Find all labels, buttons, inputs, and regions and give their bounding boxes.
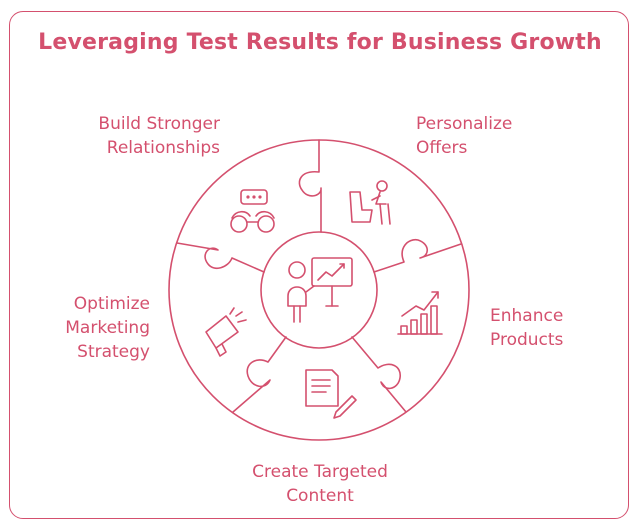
label-build-relationships: Build Stronger Relationships [40,112,220,160]
users-chat-icon [230,189,275,233]
label-optimize-marketing: Optimize Marketing Strategy [20,292,150,364]
outer-circle [168,139,470,441]
person-chair-icon [349,180,391,225]
label-line: Optimize [73,294,150,314]
label-line: Content [286,486,354,506]
label-line: Marketing [65,318,150,338]
label-line: Personalize [416,114,513,134]
label-enhance-products: Enhance Products [490,304,620,352]
divider-bottom-left [232,336,287,413]
label-line: Products [490,330,564,350]
label-create-content: Create Targeted Content [200,460,440,508]
diagram-title: Leveraging Test Results for Business Gro… [38,30,602,55]
divider-left [176,242,265,273]
divider-right [373,238,462,273]
label-line: Strategy [77,342,150,362]
presenter-chart-icon [287,257,353,323]
label-line: Create Targeted [252,462,388,482]
growth-bar-chart-icon [397,291,443,335]
label-line: Relationships [106,138,220,158]
divider-bottom-right [351,336,407,413]
inner-circle [260,231,378,349]
document-pencil-icon [305,369,357,419]
megaphone-icon [205,307,247,357]
diagram-frame [9,11,629,519]
label-line: Enhance [490,306,564,326]
label-personalize-offers: Personalize Offers [416,112,596,160]
label-line: Build Stronger [98,114,220,134]
label-line: Offers [416,138,468,158]
divider-top [298,139,322,233]
